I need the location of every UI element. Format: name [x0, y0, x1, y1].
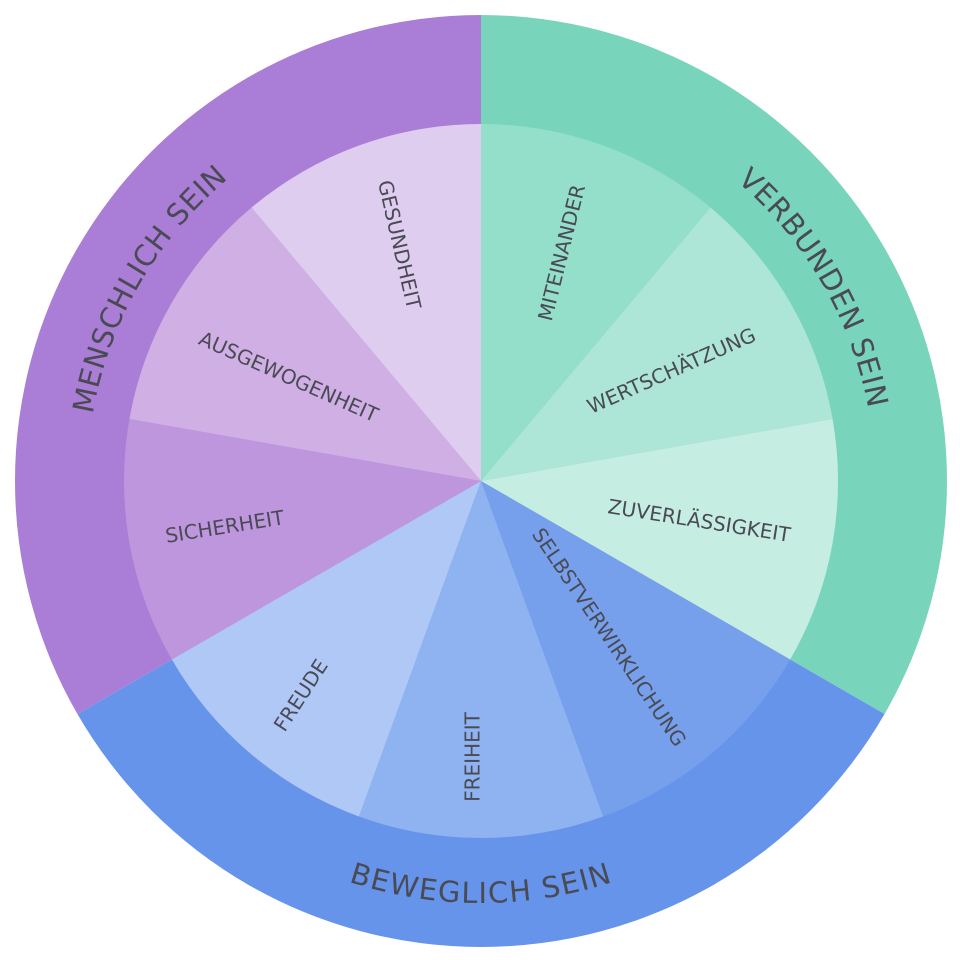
segment-miteinander [481, 124, 711, 481]
segment-wertschaetzung [481, 207, 833, 481]
segment-freude [171, 481, 481, 817]
segment-ausgewogenheit [129, 207, 482, 481]
inner-segments [123, 124, 839, 838]
segment-sicherheit [123, 419, 481, 660]
segment-zuverlaessigkeit [481, 419, 839, 660]
segment-selbstverwirklichung [481, 481, 791, 817]
segment-gesundheit [251, 124, 481, 481]
segment-label-freiheit: FREIHEIT [461, 711, 485, 802]
segment-freiheit [358, 481, 604, 838]
